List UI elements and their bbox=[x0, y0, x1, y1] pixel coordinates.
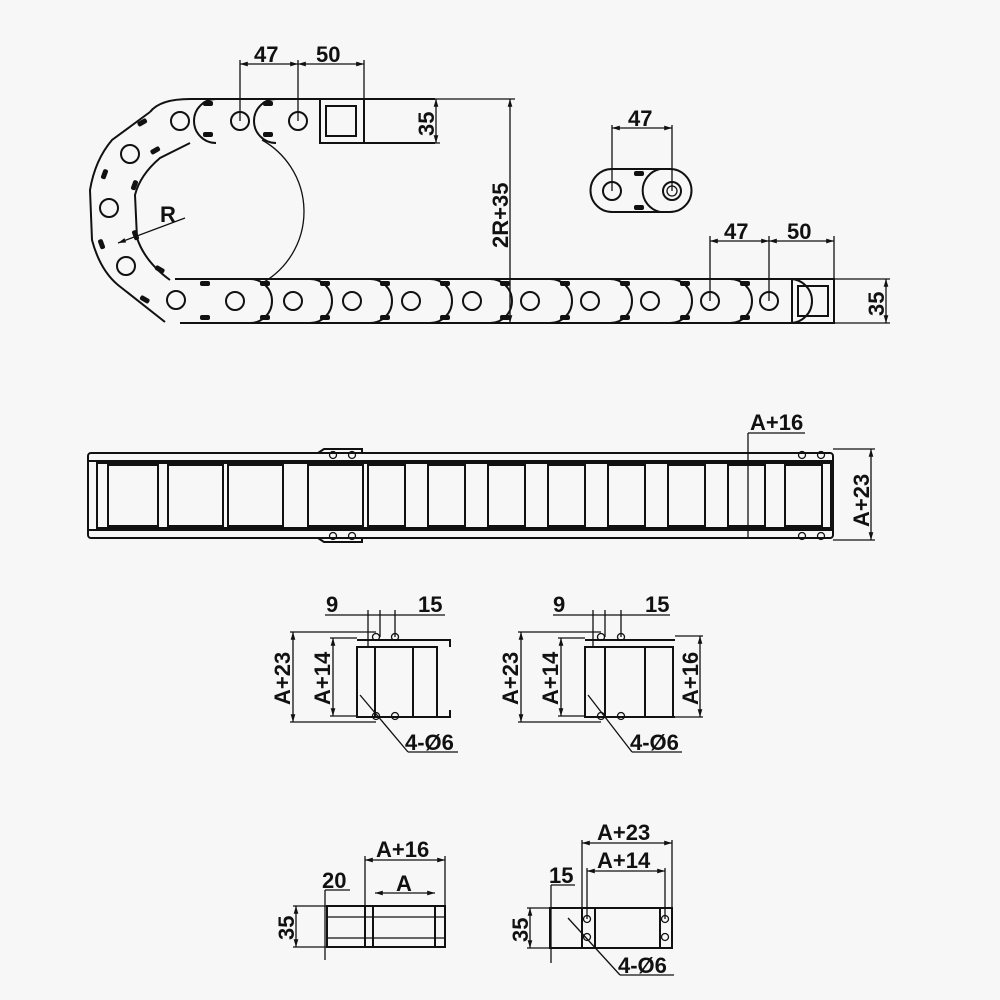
bottom-links bbox=[200, 278, 835, 324]
end-view-1: A+16 A 20 35 bbox=[274, 837, 446, 960]
top-view: A+16 A+23 bbox=[87, 410, 875, 543]
bracket2-inner-height: A+14 bbox=[538, 651, 563, 705]
dim-inner-width: A+16 bbox=[750, 410, 803, 435]
end1-inner-width: A bbox=[396, 871, 412, 896]
radius-label: R bbox=[160, 202, 176, 227]
dim-total-height: 2R+35 bbox=[488, 183, 513, 248]
bracket-view-1: A+23 A+14 9 15 4-Ø6 bbox=[270, 592, 458, 755]
side-view: R bbox=[88, 42, 890, 324]
end-view-2: A+23 A+14 15 35 4-Ø6 bbox=[508, 820, 674, 978]
end2-offset: 15 bbox=[549, 863, 573, 888]
bracket1-outer-height: A+23 bbox=[270, 652, 295, 705]
bracket1-dim-left: 9 bbox=[326, 592, 338, 617]
bracket1-holes: 4-Ø6 bbox=[405, 730, 454, 755]
end2-holes: 4-Ø6 bbox=[618, 953, 667, 978]
end1-offset: 20 bbox=[322, 868, 346, 893]
bracket2-outer-height: A+23 bbox=[498, 652, 523, 705]
crossbars bbox=[107, 464, 823, 527]
bracket2-dim-right: 15 bbox=[645, 592, 669, 617]
bracket1-dim-right: 15 bbox=[418, 592, 442, 617]
bracket2-holes: 4-Ø6 bbox=[630, 730, 679, 755]
bracket-view-2: A+23 A+14 A+16 9 15 4-Ø6 bbox=[498, 592, 703, 755]
single-link-view: 47 bbox=[589, 106, 693, 213]
end1-height: 35 bbox=[274, 916, 299, 940]
end1-outer-width: A+16 bbox=[376, 837, 429, 862]
dim-top-end: 50 bbox=[316, 42, 340, 67]
end2-inner-width: A+14 bbox=[597, 848, 651, 873]
bracket1-inner-height: A+14 bbox=[310, 651, 335, 705]
dim-bottom-pitch: 47 bbox=[724, 219, 748, 244]
dim-outer-width: A+23 bbox=[849, 474, 874, 527]
bracket2-dim-left: 9 bbox=[553, 592, 565, 617]
end2-outer-width: A+23 bbox=[597, 820, 650, 845]
dim-bottom-height: 35 bbox=[864, 292, 889, 316]
dim-top-height: 35 bbox=[414, 112, 439, 136]
dim-link-pitch: 47 bbox=[628, 106, 652, 131]
dim-bottom-end: 50 bbox=[787, 219, 811, 244]
dim-top-pitch: 47 bbox=[254, 42, 278, 67]
end2-height: 35 bbox=[508, 918, 533, 942]
bracket2-right-height: A+16 bbox=[678, 652, 703, 705]
